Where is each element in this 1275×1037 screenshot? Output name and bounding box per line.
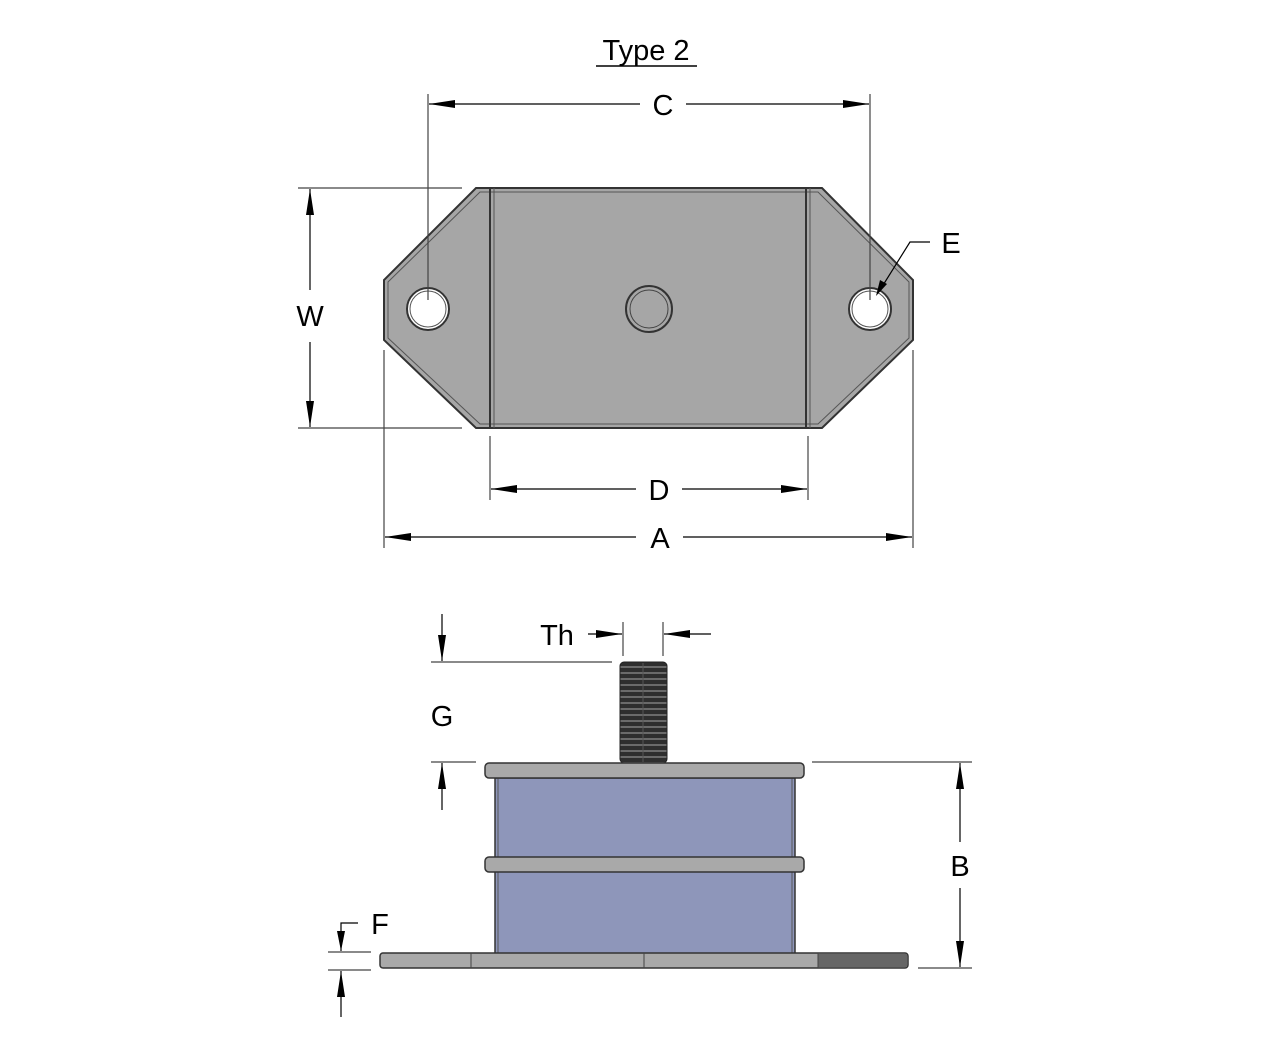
dim-label-e: E [941,228,960,260]
top-view [383,187,914,429]
dimension-f: F [328,909,389,1017]
drawing-title: Type 2 [602,35,689,67]
dimension-d: D [489,436,809,507]
center-boss [625,285,673,333]
dimension-e: E [876,228,961,296]
base-plate-end-shade [818,954,907,967]
dimension-w: W [296,187,462,429]
dim-label-b: B [950,851,969,883]
dimension-th: Th [540,620,711,656]
dimension-g: G [431,614,612,810]
dim-label-d: D [649,475,670,507]
dimension-c: C [427,90,871,300]
dim-label-f: F [371,909,389,941]
dimension-b: B [812,761,972,969]
dimension-a: A [383,350,914,555]
dim-label-th: Th [540,620,574,652]
dim-label-g: G [431,701,454,733]
dim-label-w: W [296,301,324,333]
side-view [379,661,909,969]
dim-label-c: C [653,90,674,122]
top-plate [484,762,805,779]
middle-plate [484,856,805,873]
dim-label-a: A [650,523,670,555]
